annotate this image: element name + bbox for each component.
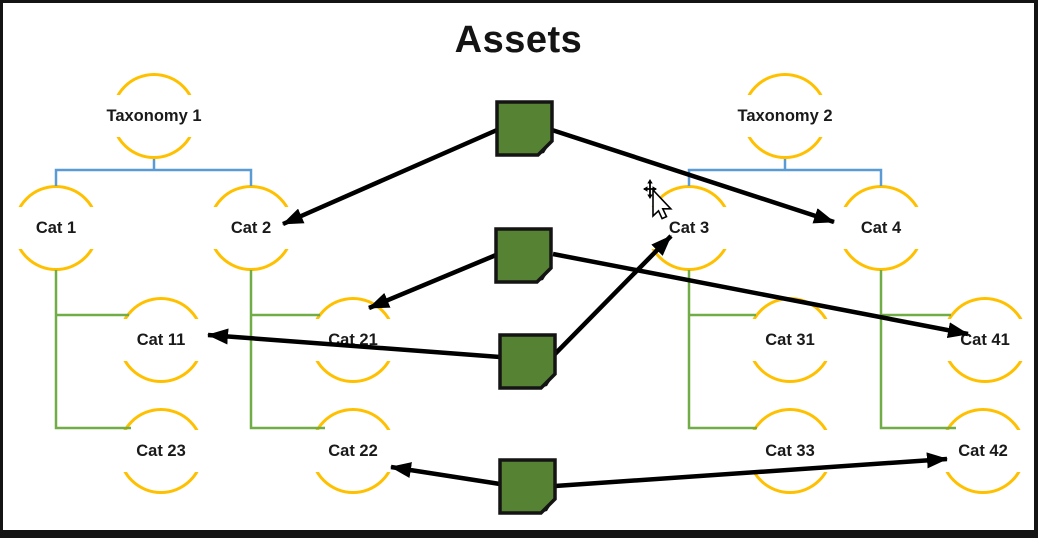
node-label: Cat 11 [136, 330, 186, 349]
arrow-asset4-to-cat42[interactable] [554, 452, 948, 489]
node-label: Cat 22 [328, 441, 378, 460]
node-label-band: Cat 41 [924, 319, 1034, 361]
node-cat-11[interactable]: Cat 11 [100, 297, 222, 383]
node-label: Cat 23 [136, 441, 186, 460]
node-label: Cat 41 [960, 330, 1010, 349]
node-label-band: Cat 1 [3, 207, 117, 249]
taxonomy2-connector [687, 159, 883, 186]
node-label-band: Cat 11 [100, 319, 222, 361]
node-label: Cat 2 [230, 218, 272, 237]
arrow-asset4-to-cat22[interactable] [390, 462, 501, 487]
node-cat-4[interactable]: Cat 4 [820, 185, 942, 271]
arrow-asset1-to-cat4[interactable] [551, 127, 835, 225]
node-cat-41[interactable]: Cat 41 [924, 297, 1034, 383]
node-label: Cat 4 [860, 218, 902, 237]
cat1-children-connector [54, 270, 131, 430]
asset-document-icon-1[interactable] [495, 100, 554, 157]
node-label-band: Taxonomy 1 [79, 95, 229, 137]
asset-document-icon-4[interactable] [498, 458, 557, 515]
asset-document-icon-3[interactable] [498, 333, 557, 390]
asset-document-icon-2[interactable] [494, 227, 553, 284]
taxonomy1-connector [54, 159, 253, 186]
arrow-asset2-to-cat21[interactable] [368, 252, 497, 311]
node-label-band: Cat 3 [628, 207, 750, 249]
move-cursor-icon [643, 179, 673, 220]
node-label: Cat 3 [668, 218, 710, 237]
node-label: Cat 1 [35, 218, 77, 237]
diagram-canvas [54, 100, 969, 515]
node-label-band: Cat 31 [729, 319, 851, 361]
arrow-asset3-to-cat3[interactable] [551, 234, 673, 358]
node-taxonomy-2[interactable]: Taxonomy 2 [710, 73, 860, 159]
node-label-band: Taxonomy 2 [710, 95, 860, 137]
page-title: Assets [454, 19, 583, 61]
node-cat-31[interactable]: Cat 31 [729, 297, 851, 383]
node-cat-1[interactable]: Cat 1 [3, 185, 117, 271]
node-label: Cat 42 [958, 441, 1008, 460]
node-taxonomy-1[interactable]: Taxonomy 1 [79, 73, 229, 159]
node-cat-3[interactable]: Cat 3 [628, 185, 750, 271]
arrow-asset3-to-cat11[interactable] [207, 328, 501, 360]
node-label: Taxonomy 2 [737, 106, 833, 125]
node-cat-23[interactable]: Cat 23 [100, 408, 222, 494]
cat3-children-connector [687, 270, 757, 430]
node-label: Cat 31 [765, 330, 815, 349]
cat2-children-connector [249, 270, 325, 430]
node-label: Cat 33 [765, 441, 815, 460]
arrow-asset1-to-cat2[interactable] [282, 127, 498, 227]
cat4-children-connector [879, 270, 956, 430]
arrow-asset2-to-cat41[interactable] [552, 251, 969, 339]
node-label: Taxonomy 1 [106, 106, 202, 125]
node-label-band: Cat 4 [820, 207, 942, 249]
node-label-band: Cat 23 [100, 430, 222, 472]
